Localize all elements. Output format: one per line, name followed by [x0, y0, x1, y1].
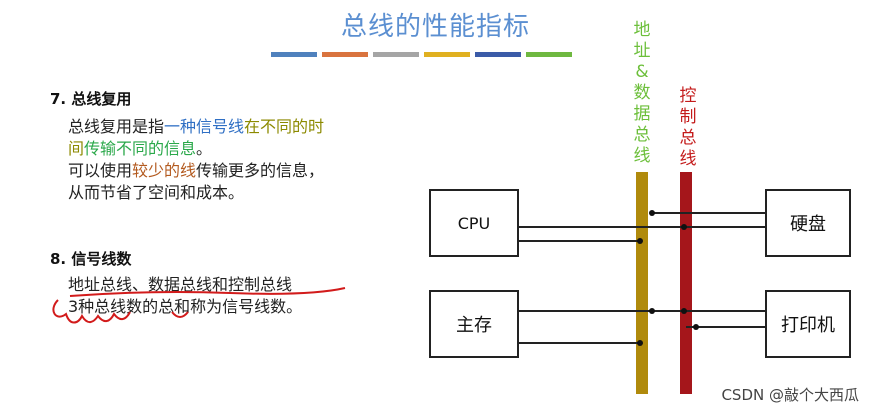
junction-dot [637, 238, 643, 244]
color-bar-3 [373, 52, 419, 57]
cpu-line-top [517, 226, 686, 228]
color-bar-4 [424, 52, 470, 57]
disk-label: 硬盘 [790, 214, 826, 235]
section7-paragraph-1: 总线复用是指一种信号线在不同的时间传输不同的信息。 [68, 116, 330, 160]
printer-line-top [650, 310, 766, 312]
control-bus [680, 172, 692, 394]
addr-data-bus-label: 地 址 & 数 据 总 线 [633, 20, 651, 166]
section7-heading: 7. 总线复用 [50, 90, 132, 108]
watermark: CSDN @敲个大西瓜 [721, 386, 859, 404]
disk-line-top [650, 212, 766, 214]
addr-data-bus [636, 172, 648, 394]
text-segment: 在不 [244, 117, 277, 136]
junction-dot [637, 340, 643, 346]
text-segment: 。 [196, 139, 213, 158]
memory-line-top [517, 310, 686, 312]
junction-dot [649, 308, 655, 314]
text-highlight-fewer-lines: 较少的线 [132, 161, 197, 180]
text-segment: 信息，从而节省了空间和成本。 [68, 161, 325, 202]
printer-line-bottom [686, 326, 766, 328]
text-highlight-one-signal-line: 一种信号线 [164, 117, 245, 136]
main-memory-box: 主存 [429, 290, 519, 358]
text-highlight-different-time: 同的时间 [68, 117, 325, 158]
color-bar-5 [475, 52, 521, 57]
printer-label: 打印机 [781, 315, 835, 336]
text-segment: 总线复用是指 [68, 117, 165, 136]
cpu-label: CPU [457, 213, 491, 233]
junction-dot [693, 324, 699, 330]
color-bar-2 [322, 52, 368, 57]
section8-line-1: 地址总线、数据总线和控制总线 [68, 275, 293, 294]
cpu-box: CPU [429, 189, 519, 257]
junction-dot [681, 308, 687, 314]
section7-paragraph-2: 可以使用较少的线传输更多的信息，从而节省了空间和成本。 [68, 160, 330, 204]
junction-dot [649, 210, 655, 216]
main-memory-label: 主存 [456, 315, 492, 336]
junction-dot [681, 224, 687, 230]
color-bar-6 [526, 52, 572, 57]
color-bar-1 [271, 52, 317, 57]
ctrl-bus-label: 控 制 总 线 [679, 86, 697, 169]
section8-heading: 8. 信号线数 [50, 250, 132, 268]
disk-box: 硬盘 [765, 189, 851, 257]
page-title: 总线的性能指标 [340, 12, 530, 42]
section8-line-2: 3种总线数的总和称为信号线数。 [68, 297, 303, 316]
text-segment: 传输更多的 [196, 161, 277, 180]
printer-box: 打印机 [765, 290, 851, 358]
memory-line-bottom [517, 342, 642, 344]
text-segment: 可以使用 [68, 161, 133, 180]
text-highlight-different-info: 传输不同的信息 [84, 139, 197, 158]
cpu-line-bottom [517, 240, 642, 242]
disk-line-bottom [686, 226, 766, 228]
